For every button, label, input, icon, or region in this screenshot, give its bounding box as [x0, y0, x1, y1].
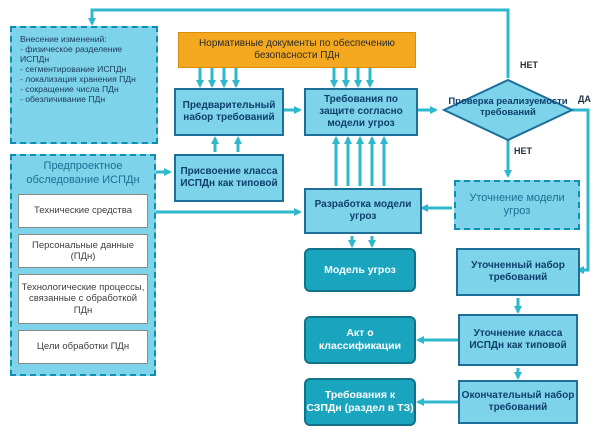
refined-set-box: Уточненный набор требований: [456, 248, 580, 296]
changes-item: - локализация хранения ПДн: [20, 73, 136, 84]
label-yes: ДА: [578, 94, 591, 104]
preproject-item: Персональные данные (ПДн): [18, 234, 148, 268]
prelim-set-box: Предварительный набор требований: [174, 88, 284, 136]
label-no-top: НЕТ: [520, 60, 538, 70]
final-set-box: Окончательный набор требований: [458, 380, 578, 424]
check-label: Проверка реализуемости требований: [448, 95, 568, 118]
threat-model-box: Модель угроз: [304, 248, 416, 292]
req-threat-box: Требования по защите согласно модели угр…: [304, 88, 418, 136]
class-act-box: Акт о классификации: [304, 316, 416, 364]
changes-item: - обезличивание ПДн: [20, 93, 106, 104]
szpdn-box: Требования к СЗПДн (раздел в ТЗ): [304, 378, 416, 426]
arrow-loop-to-changes: [88, 8, 510, 78]
changes-item: - сегментирование ИСПДн: [20, 64, 127, 75]
threat-dev-box: Разработка модели угроз: [304, 188, 422, 234]
preproject-item: Цели обработки ПДн: [18, 330, 148, 364]
class-assign-box: Присвоение класса ИСПДн как типовой: [174, 154, 284, 202]
preproject-title: Предпроектное обследование ИСПДн: [26, 160, 140, 186]
norm-docs-box: Нормативные документы по обеспечению без…: [178, 32, 416, 68]
changes-item: - физическое разделение ИСПДн: [20, 44, 123, 65]
changes-title: Внесение изменений:: [20, 34, 107, 44]
check-diamond: [441, 78, 575, 142]
class-refine-box: Уточнение класса ИСПДн как типовой: [458, 314, 578, 366]
label-no-bottom: НЕТ: [514, 146, 532, 156]
changes-item: - сокращение числа ПДн: [20, 83, 119, 94]
preproject-item: Технологические процессы, связанные с об…: [18, 274, 148, 324]
preproject-item: Технические средства: [18, 194, 148, 228]
changes-box: Внесение изменений: - физическое разделе…: [10, 26, 158, 144]
threat-refine-box: Уточнение модели угроз: [454, 180, 580, 230]
arrow-check-yes: [572, 108, 590, 274]
